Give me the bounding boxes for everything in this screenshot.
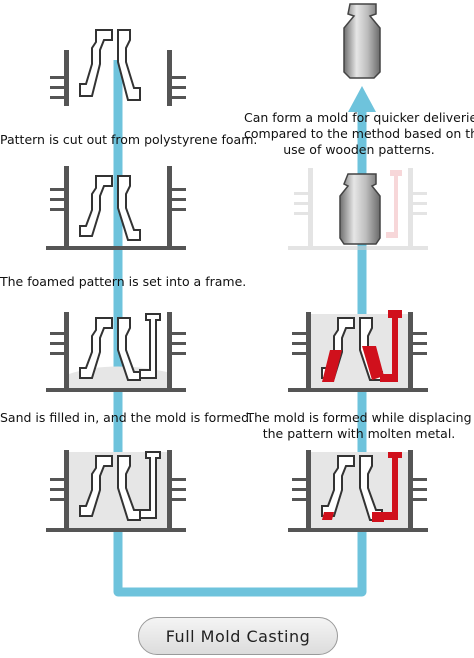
caption-step5-line1: Can form a mold for quicker deliveries [244, 110, 474, 125]
step1-pattern-figure [50, 29, 186, 106]
caption-step5: Can form a mold for quicker deliveries c… [244, 110, 474, 158]
finished-part [343, 3, 381, 79]
foam-pattern [79, 29, 141, 101]
step4-mold-figure [46, 450, 186, 532]
caption-step3: Sand is filled in, and the mold is forme… [0, 410, 254, 425]
step2-frame-figure [46, 166, 186, 250]
frame-right [167, 50, 186, 106]
caption-step4-line1: The mold is formed while displacing [246, 410, 472, 425]
step3-sand-figure [46, 312, 186, 392]
caption-step4: The mold is formed while displacing the … [244, 410, 474, 442]
caption-step1: Pattern is cut out from polystyrene foam… [0, 132, 258, 147]
step7-cast-figure [288, 168, 428, 250]
title-pill: Full Mold Casting [138, 617, 338, 655]
step6-displace-figure [288, 310, 428, 392]
caption-step2: The foamed pattern is set into a frame. [0, 274, 247, 289]
frame-left [50, 50, 69, 106]
caption-step5-line3: use of wooden patterns. [283, 142, 435, 157]
caption-step5-line2: compared to the method based on the [244, 126, 474, 141]
step5-pour-figure [288, 450, 428, 532]
cast-part [339, 173, 381, 245]
caption-step4-line2: the pattern with molten metal. [262, 426, 456, 441]
